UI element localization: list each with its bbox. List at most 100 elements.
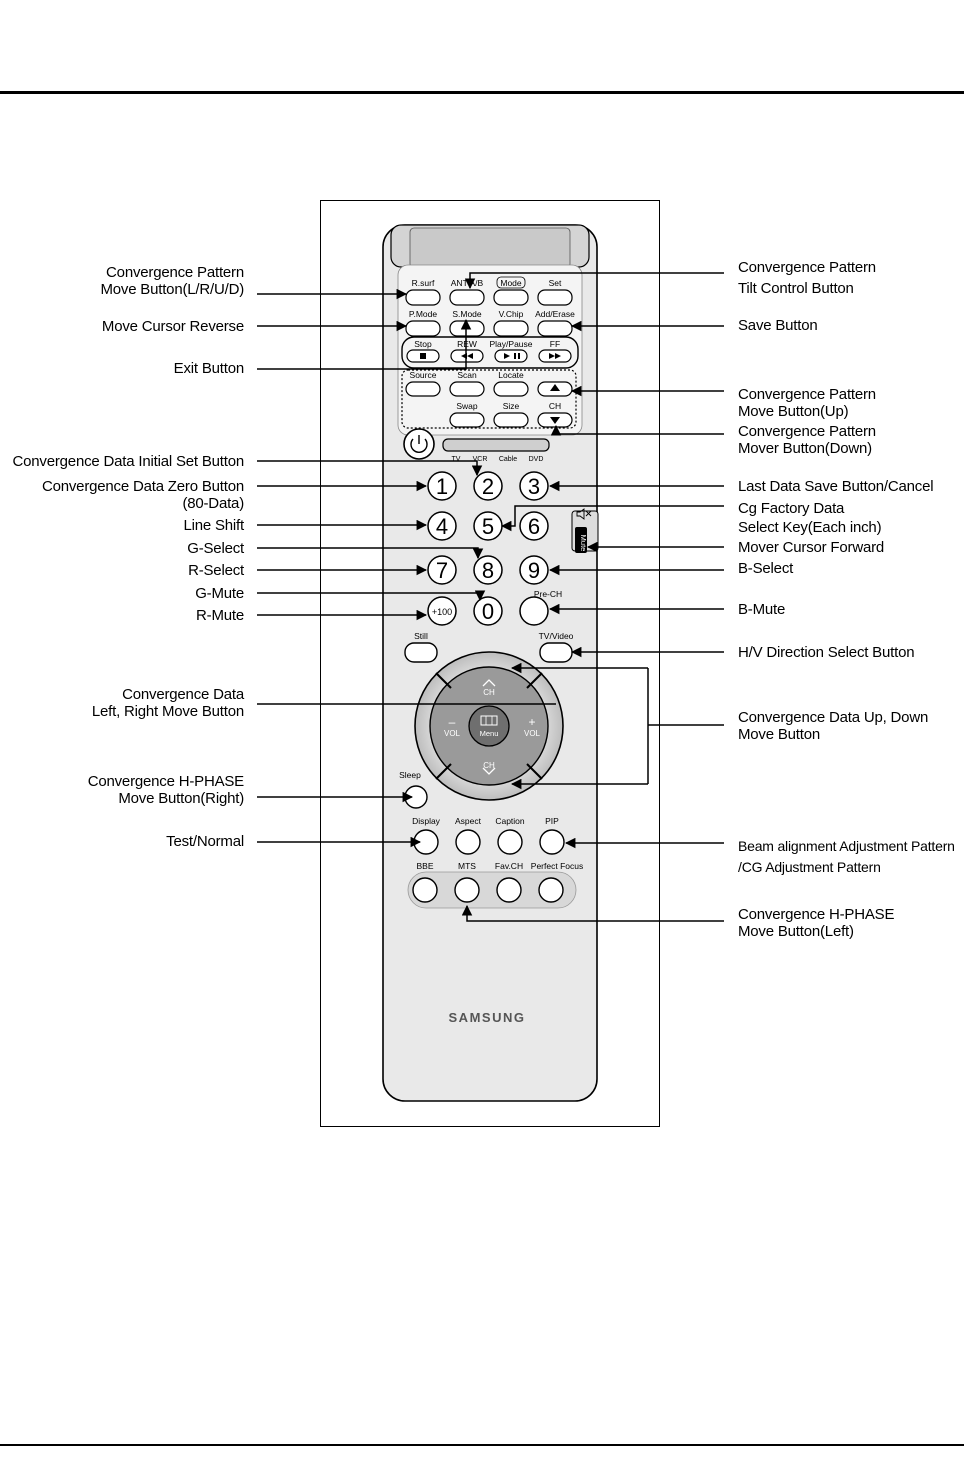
leader-conv-pattern-down xyxy=(550,424,724,436)
mode-button[interactable] xyxy=(493,289,529,306)
digit-2-label: 2 xyxy=(482,474,494,499)
top-rule xyxy=(0,91,964,94)
nav-diagonal-tr xyxy=(526,672,543,689)
mode-label-box xyxy=(496,276,526,289)
digit-2-button[interactable] xyxy=(473,471,503,501)
digit-8-label: 8 xyxy=(482,558,494,583)
mute-button[interactable] xyxy=(575,527,587,553)
rew-label: REW xyxy=(457,339,477,349)
digit-4-label: 4 xyxy=(436,514,448,539)
digit-0-button[interactable] xyxy=(473,596,503,626)
bottom-rule xyxy=(0,1444,964,1446)
plus100-label: +100 xyxy=(432,607,452,617)
source-button[interactable] xyxy=(405,381,441,397)
swap-button[interactable] xyxy=(449,412,485,428)
mode-tv: TV xyxy=(452,456,461,463)
ff-label: FF xyxy=(550,339,560,349)
digit-0-label: 0 xyxy=(482,599,494,624)
play-pause-button[interactable] xyxy=(494,349,528,363)
size-button[interactable] xyxy=(493,412,529,428)
label-conv-data-initial: Convergence Data Initial Set Button xyxy=(12,453,245,470)
digit-7-button[interactable] xyxy=(427,555,457,585)
row2-buttons: P.Mode S.Mode V.Chip Add/Erase xyxy=(405,309,575,337)
pre-ch-button[interactable] xyxy=(519,596,549,626)
nav-diagonal-br xyxy=(526,763,543,780)
aspect-button[interactable] xyxy=(455,829,481,855)
function-row-2: BBE MTS Fav.CH Perfect Focus xyxy=(412,861,583,903)
mute-area: Mute xyxy=(575,508,592,553)
nav-vol-right-label: VOL xyxy=(524,729,541,738)
ch-up-chevron-icon xyxy=(482,679,496,687)
caption-button[interactable] xyxy=(497,829,523,855)
bbe-label: BBE xyxy=(416,861,433,871)
fast-forward-icon xyxy=(549,353,561,359)
set-button[interactable] xyxy=(537,289,573,306)
leader-cg-factory-data xyxy=(500,505,724,532)
label-r-mute: R-Mute xyxy=(196,607,244,624)
rsurf-button[interactable] xyxy=(405,289,441,306)
pre-ch-label: Pre-CH xyxy=(534,589,562,599)
perfect-focus-label: Perfect Focus xyxy=(531,861,583,871)
locate-button[interactable] xyxy=(493,381,529,397)
add-erase-label: Add/Erase xyxy=(535,309,575,319)
still-button[interactable] xyxy=(404,642,438,663)
nav-vol-left-label: VOL xyxy=(444,729,461,738)
digit-8-button[interactable] xyxy=(473,555,503,585)
nav-diagonal-tl xyxy=(435,672,452,689)
leader-g-mute xyxy=(257,590,486,602)
tv-video-button[interactable] xyxy=(539,642,573,663)
mute-x-icon xyxy=(585,510,592,517)
label-g-select: G-Select xyxy=(187,540,244,557)
smode-button[interactable] xyxy=(449,320,485,337)
mts-button[interactable] xyxy=(454,877,480,903)
add-erase-button[interactable] xyxy=(537,320,573,337)
label-beam-alignment: Beam alignment Adjustment Pattern/CG Adj… xyxy=(738,838,955,875)
nav-vol-minus: – xyxy=(449,715,456,729)
ant-ab-button[interactable] xyxy=(449,289,485,306)
digit-1-button[interactable] xyxy=(427,471,457,501)
menu-label: Menu xyxy=(480,729,499,738)
mode-label: Mode xyxy=(500,278,522,288)
sleep-label: Sleep xyxy=(399,770,421,780)
size-label: Size xyxy=(503,401,520,411)
transport-buttons: Stop REW Play/Pause FF xyxy=(406,339,572,363)
digit-4-button[interactable] xyxy=(427,511,457,541)
label-mover-cursor-forward: Mover Cursor Forward xyxy=(738,539,885,556)
perfect-focus-button[interactable] xyxy=(538,877,564,903)
menu-button[interactable] xyxy=(468,705,510,747)
mute-speaker-icon xyxy=(576,508,585,520)
leader-conv-data-initial xyxy=(257,460,483,477)
sleep-area: Sleep xyxy=(399,770,428,809)
digit-3-button[interactable] xyxy=(519,471,549,501)
vchip-button[interactable] xyxy=(493,320,529,337)
label-test-normal: Test/Normal xyxy=(166,833,244,850)
digit-6-button[interactable] xyxy=(519,511,549,541)
label-move-cursor-reverse: Move Cursor Reverse xyxy=(101,318,244,335)
source-mode-bar[interactable] xyxy=(442,438,550,452)
digit-pad: 1 2 3 4 5 6 7 8 9 +100 0 Pre-CH xyxy=(427,471,562,626)
digit-9-button[interactable] xyxy=(519,555,549,585)
pmode-button[interactable] xyxy=(405,320,441,337)
set-label: Set xyxy=(549,278,562,288)
scan-button[interactable] xyxy=(449,381,485,397)
bbe-button[interactable] xyxy=(412,877,438,903)
remote-frame xyxy=(320,200,660,1127)
leader-conv-hphase-left xyxy=(461,904,724,922)
label-exit-button: Exit Button xyxy=(173,360,245,377)
aspect-label: Aspect xyxy=(455,816,482,826)
nav-vol-plus: + xyxy=(528,715,535,729)
plus100-button[interactable] xyxy=(427,596,457,626)
brand-logo: SAMSUNG xyxy=(449,1010,526,1025)
pip-button[interactable] xyxy=(539,829,565,855)
ch-up-icon xyxy=(550,384,560,391)
still-tvvideo: Still TV/Video xyxy=(404,631,574,663)
fav-ch-button[interactable] xyxy=(496,877,522,903)
leader-lines-left xyxy=(257,288,556,848)
swap-label: Swap xyxy=(456,401,478,411)
